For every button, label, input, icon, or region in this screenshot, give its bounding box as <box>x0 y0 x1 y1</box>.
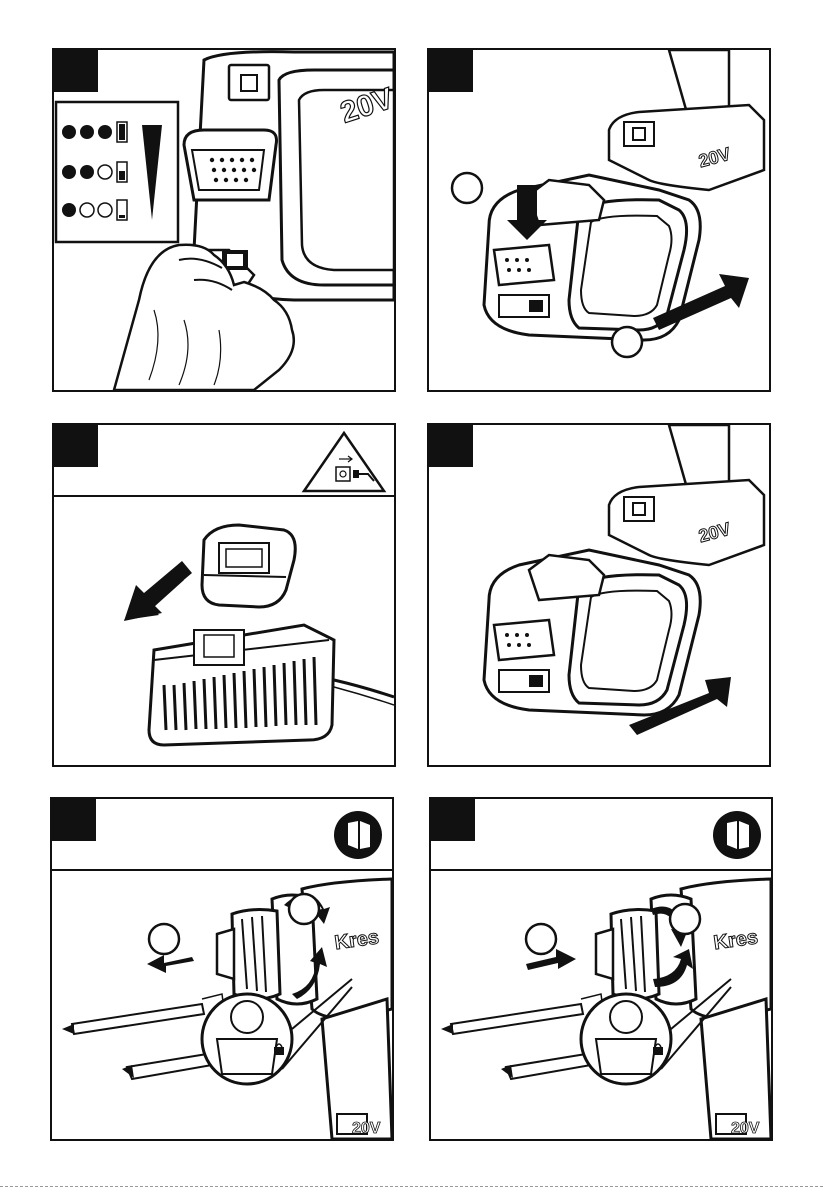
drill-voltage-label: 20V <box>352 1120 381 1137</box>
panel-1-charge-indicator: 20V <box>52 48 396 392</box>
panel-2-remove-battery: 20V <box>427 48 771 392</box>
panel-5-remove-bit: Kres 20V <box>50 797 394 1141</box>
insert-bit-illustration: Kres 20V <box>431 799 771 1139</box>
lock-icon <box>653 1047 663 1055</box>
step-marker-b <box>612 327 642 357</box>
unplug-warning-icon <box>304 433 384 491</box>
step-marker-b <box>670 904 700 934</box>
step-marker-b <box>289 894 319 924</box>
drill-voltage-label-2: 20V <box>731 1120 760 1137</box>
panel-3-charge-battery <box>52 423 396 767</box>
step-number-box-1 <box>54 50 98 92</box>
gloves-icon <box>334 811 382 859</box>
remove-bit-illustration: Kres 20V <box>52 799 392 1139</box>
pull-out-arrow <box>147 955 194 973</box>
panel-6-insert-bit: Kres 20V <box>429 797 773 1141</box>
lock-icon <box>274 1047 284 1055</box>
page-bottom-edge <box>0 1186 823 1187</box>
gloves-icon <box>713 811 761 859</box>
insert-battery-illustration: 20V <box>429 425 769 765</box>
step-marker-a <box>149 924 179 954</box>
step-number-box-2 <box>429 50 473 92</box>
battery-indicator-illustration: 20V <box>54 50 394 390</box>
remove-battery-illustration: 20V <box>429 50 769 390</box>
charger-illustration <box>54 425 394 765</box>
step-number-box-4 <box>429 425 473 467</box>
step-marker-a <box>526 924 556 954</box>
step-marker-a <box>452 173 482 203</box>
panel-4-insert-battery: 20V <box>427 423 771 767</box>
